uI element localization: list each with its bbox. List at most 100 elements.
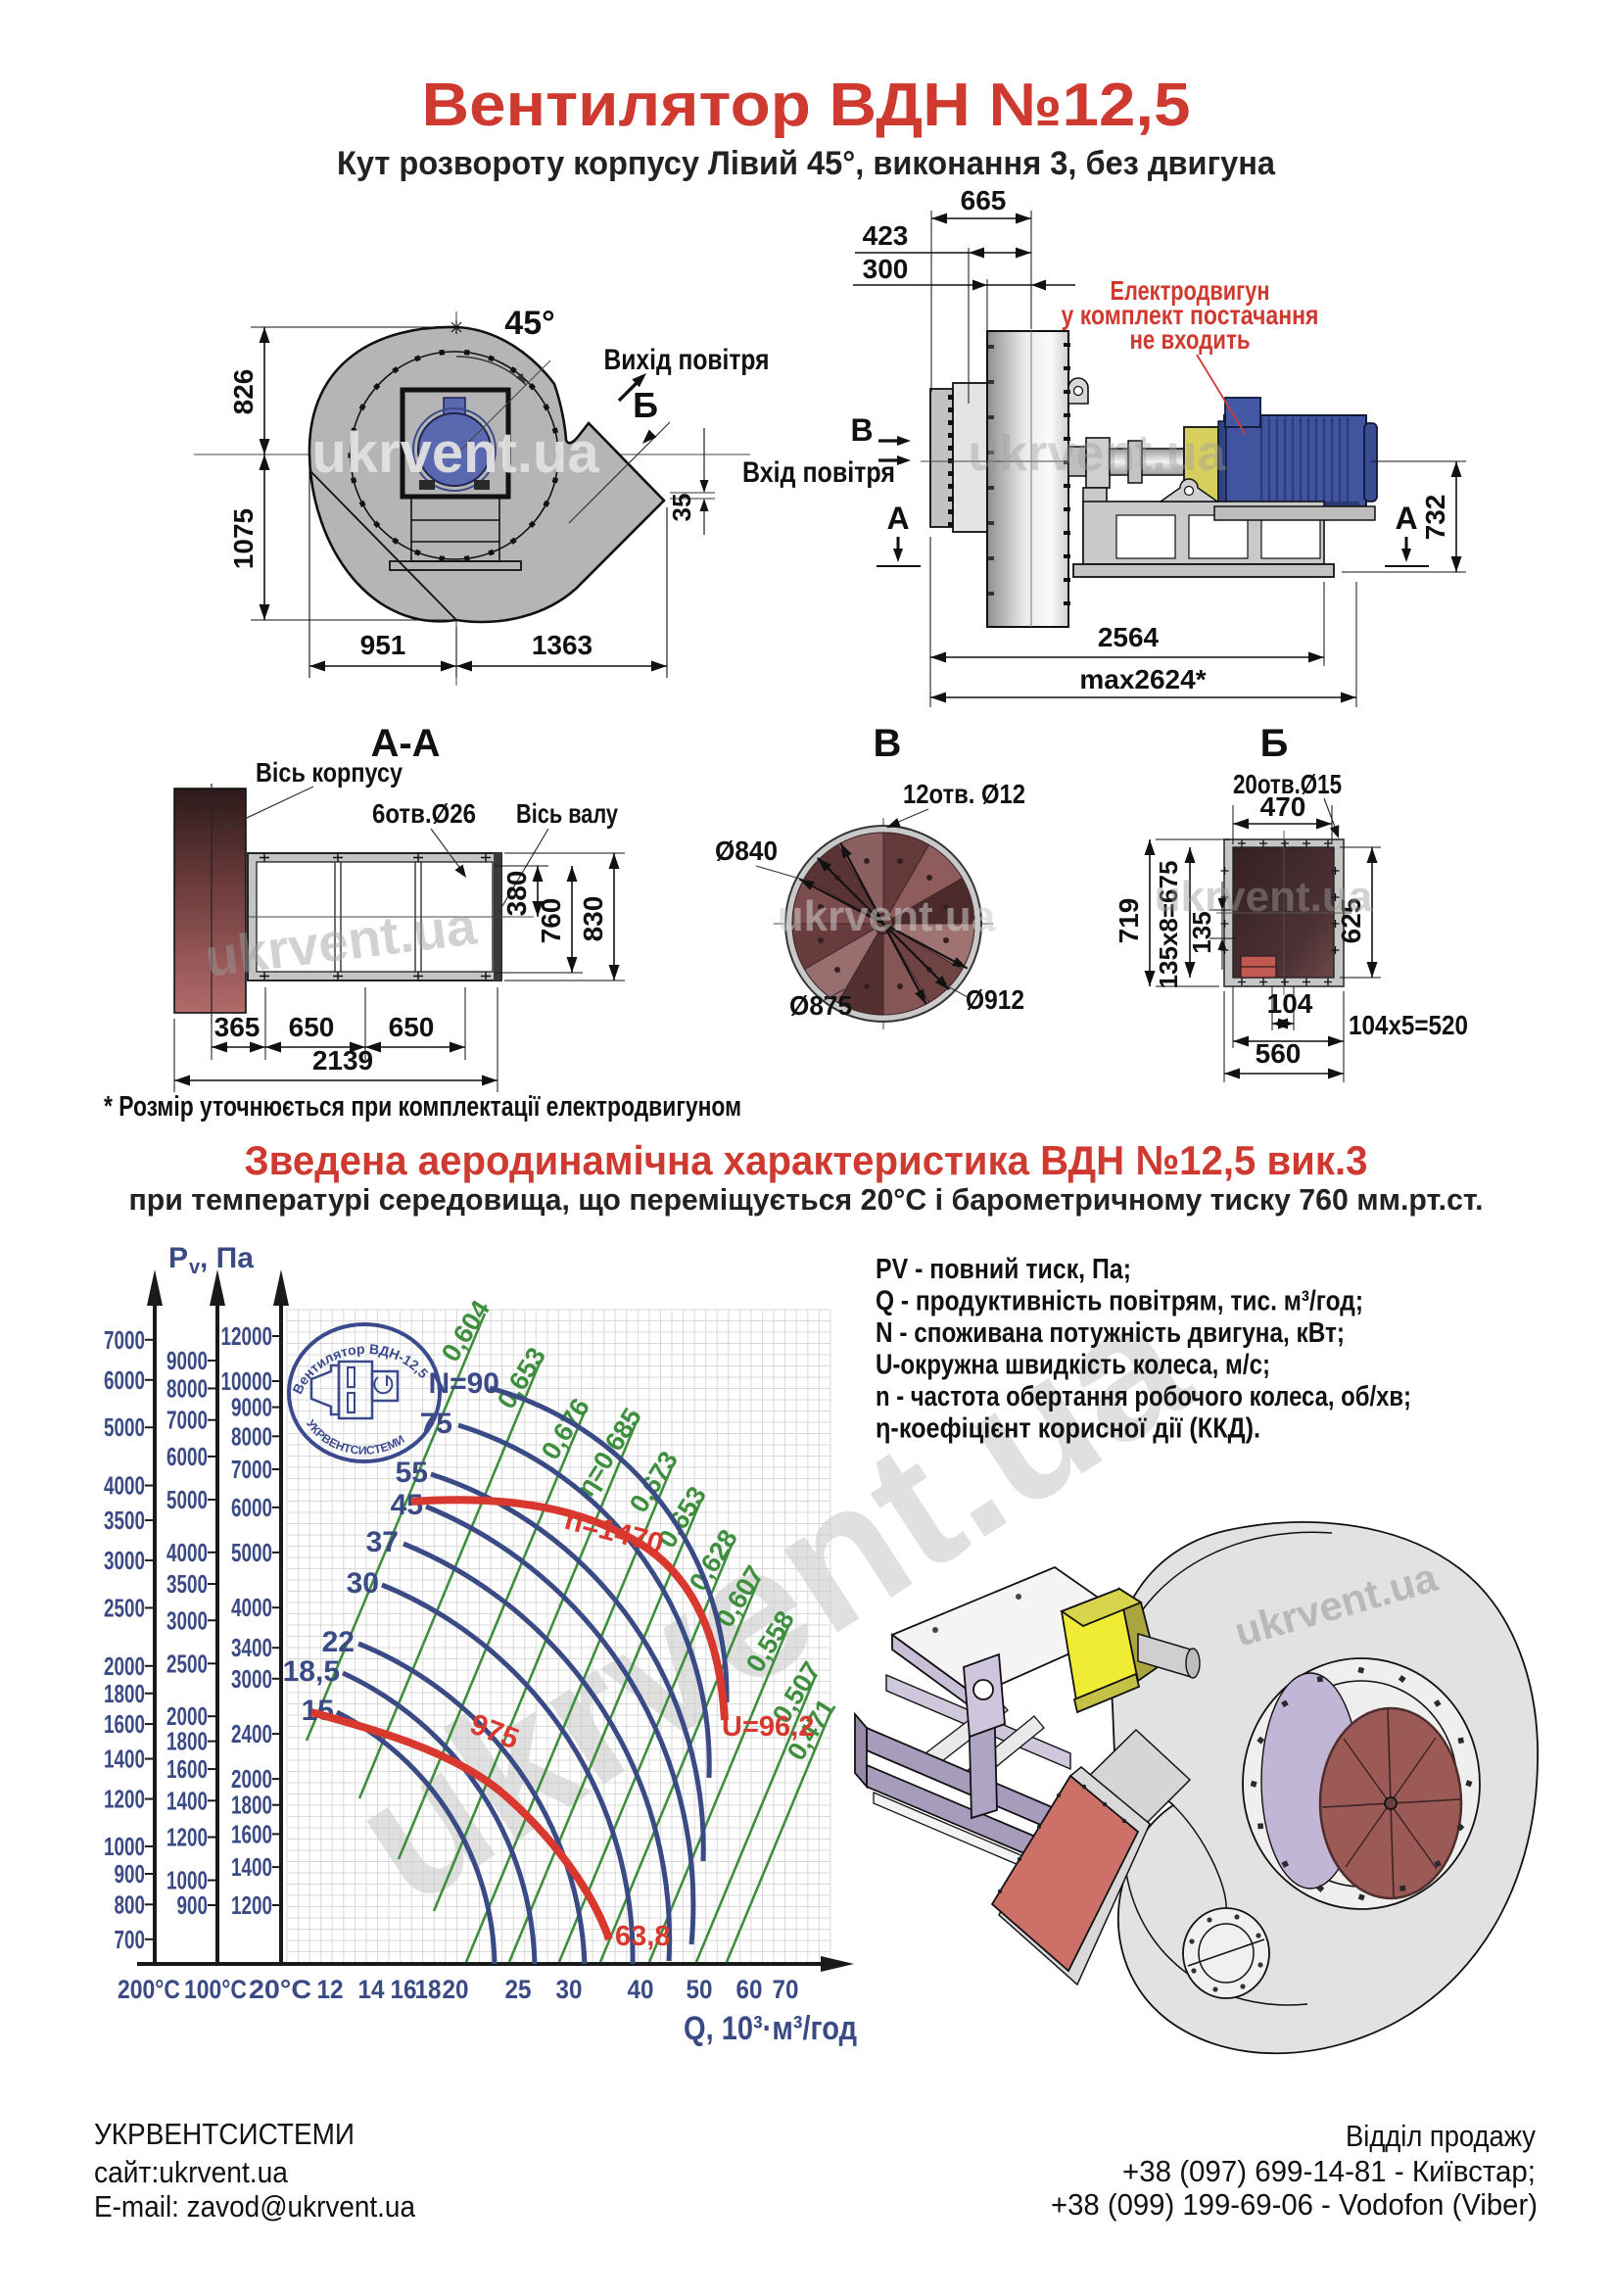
svg-text:, Па: , Па [200, 1242, 254, 1274]
svg-text:В: В [874, 722, 902, 765]
svg-text:7000: 7000 [166, 1406, 208, 1435]
svg-text:50: 50 [687, 1975, 713, 2004]
svg-text:6000: 6000 [104, 1365, 145, 1395]
svg-text:1000: 1000 [166, 1866, 208, 1895]
svg-text:у комплект постачання: у комплект постачання [1062, 300, 1319, 330]
svg-text:PV - повний тиск, Па;: PV - повний тиск, Па; [876, 1254, 1131, 1285]
svg-text:8000: 8000 [231, 1421, 272, 1451]
svg-text:650: 650 [289, 1012, 335, 1042]
svg-text:70: 70 [773, 1975, 799, 2004]
svg-text:2139: 2139 [312, 1045, 373, 1076]
svg-text:900: 900 [115, 1859, 146, 1889]
svg-text:45°: 45° [504, 305, 554, 342]
svg-text:8000: 8000 [166, 1373, 208, 1403]
svg-text:2400: 2400 [231, 1719, 272, 1748]
svg-text:5000: 5000 [166, 1485, 208, 1514]
svg-text:А-А: А-А [370, 722, 440, 765]
svg-text:P: P [168, 1242, 188, 1274]
svg-text:1200: 1200 [231, 1890, 272, 1920]
svg-text:Кут розвороту корпусу Лівий 45: Кут розвороту корпусу Лівий 45°, виконан… [337, 145, 1276, 182]
svg-text:Відділ продажу: Відділ продажу [1346, 2119, 1536, 2153]
svg-text:665: 665 [961, 185, 1007, 215]
svg-text:830: 830 [578, 896, 608, 942]
svg-text:1400: 1400 [231, 1852, 272, 1882]
svg-text:1075: 1075 [228, 508, 259, 569]
svg-text:5000: 5000 [104, 1412, 145, 1442]
svg-text:135х8=675: 135х8=675 [1154, 861, 1183, 989]
svg-text:n - частота обертання робочого: n - частота обертання робочого колеса, о… [876, 1381, 1411, 1412]
svg-text:Вентилятор ВДН №12,5: Вентилятор ВДН №12,5 [422, 72, 1191, 139]
svg-text:135: 135 [1187, 911, 1216, 953]
svg-text:5000: 5000 [231, 1538, 272, 1567]
svg-text:22: 22 [322, 1626, 355, 1658]
svg-text:4000: 4000 [166, 1538, 208, 1567]
svg-text:Q, 10³·м³/год: Q, 10³·м³/год [684, 2010, 857, 2047]
svg-text:U-окружна швидкість колеса, м/: U-окружна швидкість колеса, м/с; [876, 1350, 1270, 1381]
svg-text:6отв.Ø26: 6отв.Ø26 [372, 798, 476, 829]
svg-text:732: 732 [1420, 495, 1450, 541]
svg-text:104х5=520: 104х5=520 [1349, 1010, 1468, 1040]
svg-text:20отв.Ø15: 20отв.Ø15 [1233, 769, 1342, 799]
svg-text:700: 700 [115, 1925, 146, 1954]
svg-text:+38 (097) 699-14-81 - Київстар: +38 (097) 699-14-81 - Київстар; [1122, 2154, 1536, 2188]
svg-text:Вхід повітря: Вхід повітря [742, 456, 895, 489]
svg-text:1400: 1400 [166, 1786, 208, 1815]
svg-text:Ø875: Ø875 [789, 990, 852, 1021]
svg-text:* Розмір уточнюється при компл: * Розмір уточнюється при комплектації ел… [104, 1091, 741, 1123]
svg-text:Вихід повітря: Вихід повітря [604, 344, 770, 376]
svg-text:1200: 1200 [104, 1785, 145, 1814]
svg-text:3500: 3500 [166, 1569, 208, 1599]
svg-text:при температурі середовища, що: при температурі середовища, що переміщує… [129, 1182, 1484, 1217]
svg-text:Б: Б [633, 385, 658, 425]
svg-text:Q - продуктивність повітрям, т: Q - продуктивність повітрям, тис. м³/год… [876, 1286, 1363, 1317]
svg-text:30: 30 [347, 1567, 379, 1600]
svg-text:1600: 1600 [104, 1709, 145, 1739]
svg-text:А: А [1395, 501, 1417, 536]
svg-text:4000: 4000 [231, 1593, 272, 1622]
svg-text:423: 423 [863, 220, 909, 251]
svg-text:1800: 1800 [166, 1727, 208, 1756]
svg-text:760: 760 [536, 898, 566, 944]
svg-text:1600: 1600 [166, 1754, 208, 1784]
svg-text:10000: 10000 [221, 1366, 273, 1396]
svg-text:18: 18 [415, 1975, 442, 2004]
svg-text:37: 37 [366, 1526, 399, 1558]
svg-text:1000: 1000 [104, 1832, 145, 1861]
svg-text:1363: 1363 [532, 630, 593, 660]
svg-text:9000: 9000 [166, 1346, 208, 1375]
svg-text:60: 60 [736, 1975, 763, 2004]
svg-text:не входить: не входить [1130, 324, 1251, 355]
svg-text:55: 55 [396, 1457, 428, 1489]
svg-text:63,8: 63,8 [615, 1921, 670, 1952]
svg-text:800: 800 [115, 1889, 146, 1919]
svg-text:625: 625 [1336, 898, 1366, 944]
svg-text:А: А [886, 501, 909, 536]
svg-text:9000: 9000 [231, 1393, 272, 1422]
svg-text:E-mail: zavod@ukrvent.ua: E-mail: zavod@ukrvent.ua [94, 2189, 416, 2224]
svg-text:max2624*: max2624* [1079, 664, 1206, 694]
svg-text:12отв. Ø12: 12отв. Ø12 [903, 779, 1025, 809]
svg-text:Б: Б [1260, 722, 1289, 765]
svg-text:560: 560 [1256, 1038, 1302, 1069]
svg-text:2500: 2500 [166, 1649, 208, 1678]
svg-text:2564: 2564 [1098, 622, 1160, 652]
svg-text:1600: 1600 [231, 1819, 272, 1848]
svg-text:719: 719 [1114, 898, 1144, 944]
svg-text:сайт:ukrvent.ua: сайт:ukrvent.ua [94, 2155, 289, 2189]
svg-text:300: 300 [863, 254, 909, 284]
svg-text:3500: 3500 [104, 1506, 145, 1535]
svg-text:N - споживана потужність двигу: N - споживана потужність двигуна, кВт; [876, 1317, 1345, 1349]
svg-text:380: 380 [501, 871, 532, 917]
svg-text:18,5: 18,5 [283, 1655, 340, 1688]
svg-text:Вісь корпусу: Вісь корпусу [256, 757, 403, 788]
svg-text:3000: 3000 [104, 1546, 145, 1575]
svg-text:1200: 1200 [166, 1823, 208, 1852]
svg-text:900: 900 [177, 1890, 209, 1920]
svg-text:УКРВЕНТСИСТЕМИ: УКРВЕНТСИСТЕМИ [94, 2117, 355, 2151]
svg-text:30: 30 [556, 1975, 583, 2004]
svg-text:2500: 2500 [104, 1593, 145, 1622]
svg-text:4000: 4000 [104, 1471, 145, 1501]
svg-text:1400: 1400 [104, 1745, 145, 1774]
svg-text:1800: 1800 [231, 1791, 272, 1820]
svg-text:104: 104 [1267, 988, 1313, 1019]
